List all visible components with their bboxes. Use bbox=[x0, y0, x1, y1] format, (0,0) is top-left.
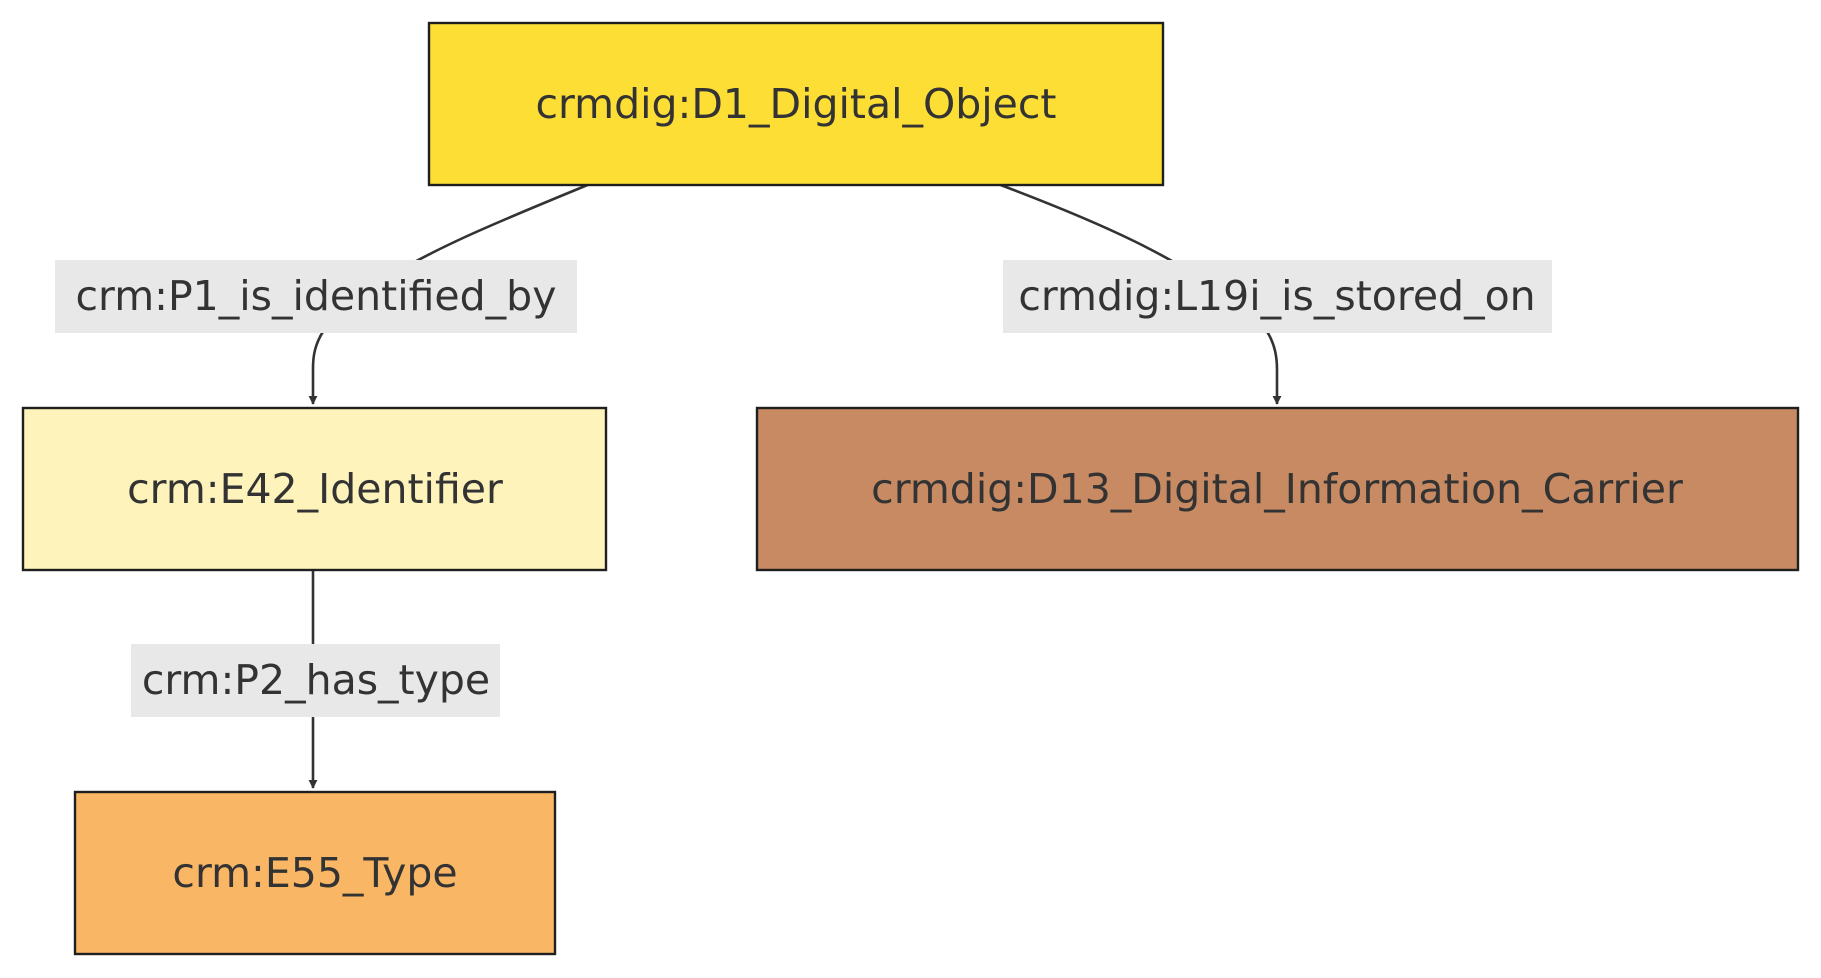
edge-label-background bbox=[1003, 260, 1552, 333]
node-label: crmdig:D13_Digital_Information_Carrier bbox=[871, 465, 1683, 513]
node-digital-object: crmdig:D1_Digital_Object bbox=[427, 21, 1165, 187]
node-label: crm:E42_Identifier bbox=[127, 465, 503, 513]
node-label: crm:E55_Type bbox=[172, 849, 457, 897]
node-box bbox=[21, 406, 608, 572]
edge-label-stored-on: crmdig:L19i_is_stored_on bbox=[1003, 260, 1552, 333]
node-box bbox=[427, 21, 1165, 187]
edge-label-identified-by: crm:P1_is_identified_by bbox=[55, 260, 577, 333]
node-carrier: crmdig:D13_Digital_Information_Carrier bbox=[755, 406, 1800, 572]
edge-label-text: crmdig:L19i_is_stored_on bbox=[1018, 272, 1535, 320]
edge-label-has-type: crm:P2_has_type bbox=[131, 644, 500, 717]
node-box bbox=[755, 406, 1800, 572]
edge-label-text: crm:P2_has_type bbox=[142, 656, 490, 704]
node-type: crm:E55_Type bbox=[73, 790, 557, 956]
edge-label-text: crm:P1_is_identified_by bbox=[76, 272, 557, 320]
node-identifier: crm:E42_Identifier bbox=[21, 406, 608, 572]
node-box bbox=[73, 790, 557, 956]
node-label: crmdig:D1_Digital_Object bbox=[535, 80, 1056, 128]
edge-label-background bbox=[131, 644, 500, 717]
edge-label-background bbox=[55, 260, 577, 333]
